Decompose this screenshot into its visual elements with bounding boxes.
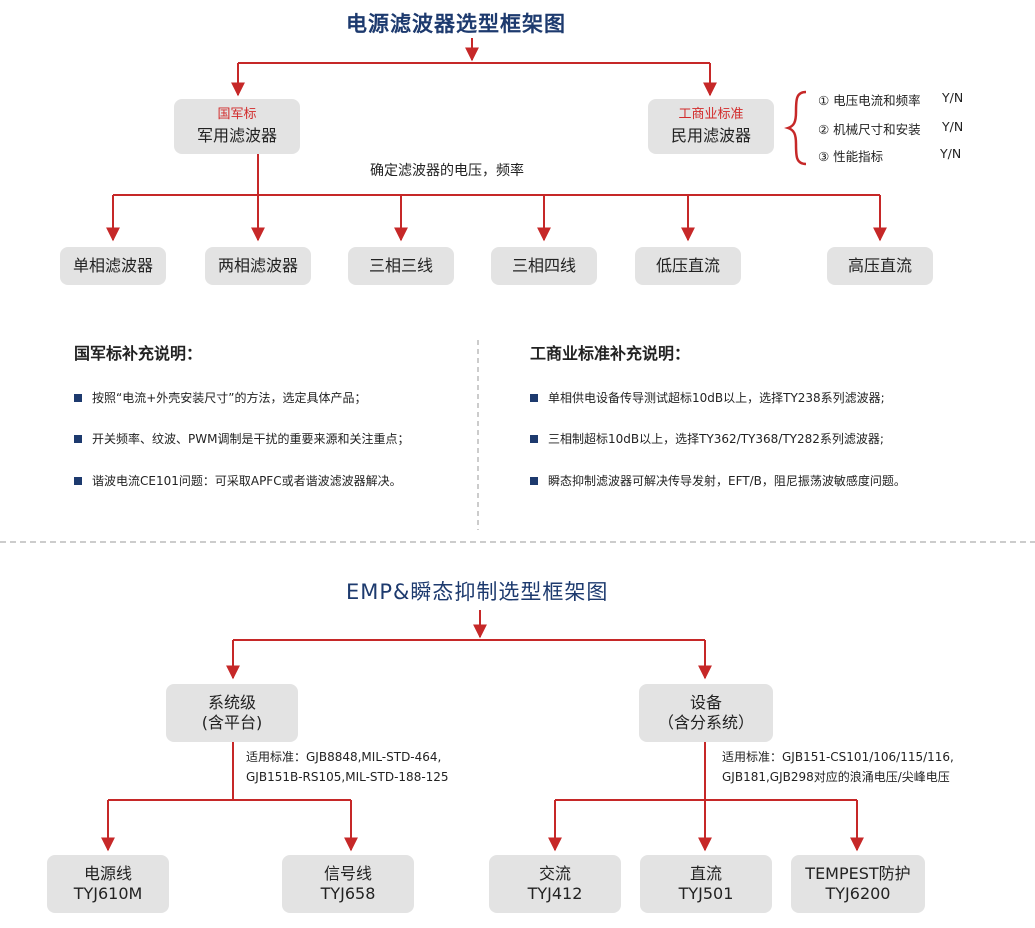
product-model: TYJ412 [527, 884, 583, 903]
product-name: TEMPEST防护 [805, 864, 911, 883]
product-tempest: TEMPEST防护 TYJ6200 [791, 855, 925, 913]
military-label: 军用滤波器 [196, 125, 277, 145]
product-name: 交流 [538, 864, 571, 883]
civil-filter-box: 工商业标准 民用滤波器 [648, 99, 774, 154]
criteria-yn: Y/N [942, 90, 964, 105]
decision-note: 确定滤波器的电压，频率 [370, 163, 524, 179]
standard-line: 适用标准：GJB8848,MIL-STD-464, [246, 750, 442, 764]
product-model: TYJ610M [73, 884, 143, 903]
military-tag: 国军标 [217, 107, 257, 123]
product-name: 电源线 [83, 864, 132, 883]
criteria-list: ① 电压电流和频率 Y/N ② 机械尺寸和安装 Y/N ③ 性能指标 Y/N [818, 90, 1018, 170]
note-text: 开关频率、纹波、PWM调制是干扰的重要来源和关注重点； [92, 432, 410, 446]
military-note-item: 按照“电流+外壳安装尺寸”的方法，选定具体产品； [74, 389, 367, 406]
civil-note-item: 三相制超标10dB以上，选择TY362/TY368/TY282系列滤波器; [530, 430, 884, 447]
device-level-box: 设备 （含分系统） [639, 684, 773, 742]
system-line2: (含平台) [201, 713, 263, 732]
product-power-line: 电源线 TYJ610M [47, 855, 169, 913]
bullet-icon [74, 476, 82, 485]
note-text: 单相供电设备传导测试超标10dB以上，选择TY238系列滤波器; [548, 391, 885, 405]
section2-title: EMP&瞬态抑制选型框架图 [346, 580, 609, 604]
civil-note-item: 瞬态抑制滤波器可解决传导发射，EFT/B，阻尼振荡波敏感度问题。 [530, 472, 906, 489]
product-signal-line: 信号线 TYJ658 [282, 855, 414, 913]
system-standards: 适用标准：GJB8848,MIL-STD-464, GJB151B-RS105,… [246, 748, 449, 788]
criteria-yn: Y/N [940, 146, 962, 161]
military-note-item: 谐波电流CE101问题：可采取APFC或者谐波滤波器解决。 [74, 472, 402, 489]
product-name: 信号线 [323, 864, 372, 883]
note-text: 三相制超标10dB以上，选择TY362/TY368/TY282系列滤波器; [548, 432, 884, 446]
criteria-yn: Y/N [942, 119, 964, 134]
product-model: TYJ658 [320, 884, 376, 903]
criteria-item: ② 机械尺寸和安装 [818, 119, 921, 138]
criteria-text: ③ 性能指标 [818, 149, 884, 164]
product-ac: 交流 TYJ412 [489, 855, 621, 913]
type-high-voltage-dc: 高压直流 [827, 247, 933, 285]
standard-line: GJB151B-RS105,MIL-STD-188-125 [246, 769, 449, 784]
criteria-item: ③ 性能指标 [818, 146, 883, 165]
product-name: 直流 [689, 864, 722, 883]
device-line1: 设备 [689, 693, 722, 712]
bullet-icon [74, 434, 82, 443]
criteria-text: ① 电压电流和频率 [818, 93, 921, 108]
system-line1: 系统级 [207, 693, 256, 712]
type-label: 高压直流 [847, 256, 912, 275]
standard-line: GJB181,GJB298对应的浪涌电压/尖峰电压 [722, 769, 950, 784]
note-text: 按照“电流+外壳安装尺寸”的方法，选定具体产品； [92, 391, 367, 405]
type-three-phase-four-wire: 三相四线 [491, 247, 597, 285]
type-label: 低压直流 [655, 256, 720, 275]
device-standards: 适用标准：GJB151-CS101/106/115/116, GJB181,GJ… [722, 748, 954, 788]
type-two-phase: 两相滤波器 [205, 247, 311, 285]
brace [784, 90, 807, 166]
military-notes-heading: 国军标补充说明： [74, 344, 203, 363]
bullet-icon [530, 434, 538, 443]
military-note-item: 开关频率、纹波、PWM调制是干扰的重要来源和关注重点； [74, 430, 409, 447]
military-filter-box: 国军标 军用滤波器 [174, 99, 300, 154]
type-three-phase-three-wire: 三相三线 [348, 247, 454, 285]
civil-note-item: 单相供电设备传导测试超标10dB以上，选择TY238系列滤波器; [530, 389, 885, 406]
note-text: 瞬态抑制滤波器可解决传导发射，EFT/B，阻尼振荡波敏感度问题。 [548, 474, 906, 488]
system-level-box: 系统级 (含平台) [166, 684, 298, 742]
section1-title: 电源滤波器选型框架图 [346, 12, 566, 36]
criteria-item: ① 电压电流和频率 [818, 90, 921, 109]
type-label: 单相滤波器 [72, 256, 153, 275]
civil-tag: 工商业标准 [678, 107, 744, 123]
device-line2: （含分系统） [657, 713, 754, 732]
type-label: 两相滤波器 [217, 256, 298, 275]
note-text: 谐波电流CE101问题：可采取APFC或者谐波滤波器解决。 [92, 474, 402, 488]
standard-line: 适用标准：GJB151-CS101/106/115/116, [722, 750, 954, 764]
type-low-voltage-dc: 低压直流 [635, 247, 741, 285]
product-model: TYJ501 [678, 884, 734, 903]
type-label: 三相三线 [368, 256, 433, 275]
criteria-text: ② 机械尺寸和安装 [818, 122, 921, 137]
civil-notes-heading: 工商业标准补充说明： [530, 344, 691, 363]
type-single-phase: 单相滤波器 [60, 247, 166, 285]
bullet-icon [530, 393, 538, 402]
product-model: TYJ6200 [825, 884, 891, 903]
type-label: 三相四线 [511, 256, 576, 275]
civil-label: 民用滤波器 [670, 125, 751, 145]
bullet-icon [74, 393, 82, 402]
bullet-icon [530, 476, 538, 485]
product-dc: 直流 TYJ501 [640, 855, 772, 913]
